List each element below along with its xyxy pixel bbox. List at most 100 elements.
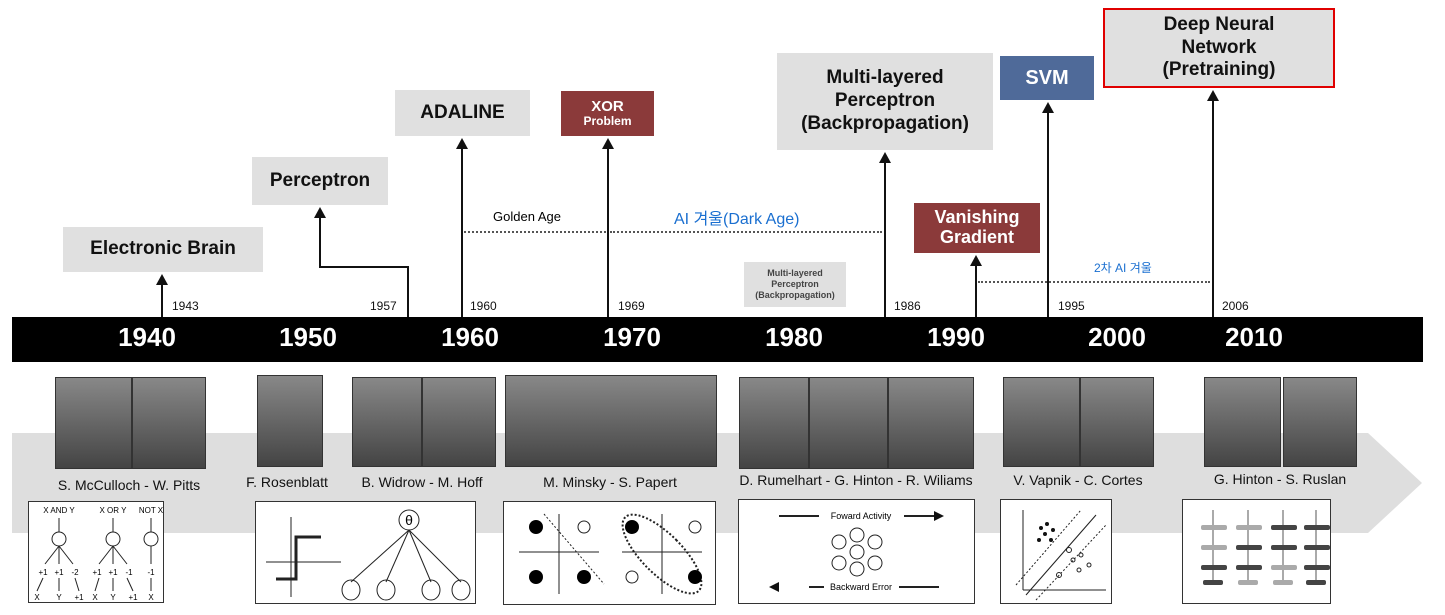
- arrow-1957-up: [319, 217, 321, 268]
- arrow-1986: [884, 162, 886, 317]
- milestone-label: Perceptron: [269, 169, 371, 191]
- people-name: F. Rosenblatt: [246, 474, 328, 490]
- arrowhead-icon: [879, 152, 891, 163]
- people-name: V. Vapnik - C. Cortes: [1013, 472, 1143, 488]
- perceptron-diagram: θ: [255, 501, 476, 604]
- portrait-photo: [739, 377, 809, 469]
- arrow-2006: [1212, 100, 1214, 317]
- mlp-small-box: Multi-layered Perceptron (Backpropagatio…: [744, 262, 846, 307]
- diagram-text: Y: [56, 593, 62, 602]
- arrowhead-icon: [602, 138, 614, 149]
- arrowhead-icon: [456, 138, 468, 149]
- arrow-1957-bend: [319, 266, 409, 268]
- portrait-photo: [352, 377, 422, 467]
- diagram-text: +1: [108, 568, 118, 577]
- diagram-text: -1: [125, 568, 133, 577]
- diagram-text: +1: [38, 568, 48, 577]
- arrow-1995: [1047, 112, 1049, 317]
- year-label: 1986: [894, 299, 921, 313]
- milestone-vanishing-gradient: Vanishing Gradient: [914, 203, 1040, 253]
- decade-label: 1990: [927, 322, 985, 352]
- milestone-label: ADALINE: [420, 101, 505, 123]
- milestone-label: XOR: [591, 98, 624, 116]
- mcculloch-pitts-diagram: X AND Y X OR Y NOT X +1 +1 -2 +1 +1 -1 -…: [28, 501, 164, 603]
- year-label: 1943: [172, 299, 199, 313]
- arrowhead-icon: [970, 255, 982, 266]
- diagram-text: X: [34, 593, 40, 602]
- second-winter-span: [978, 281, 1210, 283]
- portrait-photo: [809, 377, 888, 469]
- xor-diagram: [503, 501, 716, 605]
- arrow-vanishing: [975, 265, 977, 317]
- people-name: M. Minsky - S. Papert: [543, 474, 677, 490]
- milestone-sublabel: Problem: [583, 114, 632, 129]
- arrowhead-icon: [156, 274, 168, 285]
- dbn-pretraining-diagram: [1182, 499, 1331, 604]
- diagram-text: NOT X: [139, 506, 163, 515]
- portrait-photo: [1003, 377, 1080, 467]
- portrait-photo: [1204, 377, 1281, 467]
- year-label: 1960: [470, 299, 497, 313]
- decade-band: [12, 317, 1423, 362]
- forward-activity-label: Foward Activity: [831, 511, 892, 521]
- arrow-1957: [407, 267, 409, 317]
- portrait-photo: [422, 377, 496, 467]
- theta-symbol: θ: [405, 512, 413, 528]
- diagram-text: X OR Y: [100, 506, 128, 515]
- golden-age-span: [464, 231, 606, 233]
- milestone-label: Vanishing Gradient: [934, 207, 1020, 247]
- decade-label: 1940: [118, 322, 176, 352]
- portrait-photo: [132, 377, 206, 469]
- golden-age-label: Golden Age: [493, 209, 561, 224]
- year-label: 2006: [1222, 299, 1249, 313]
- diagram-text: X: [148, 593, 154, 602]
- arrowhead-icon: [1207, 90, 1219, 101]
- diagram-text: +1: [74, 593, 84, 602]
- svm-diagram: [1000, 499, 1112, 604]
- diagram-text: X: [92, 593, 98, 602]
- backpropagation-diagram: Foward Activity Backward Error: [738, 499, 975, 604]
- diagram-text: +1: [92, 568, 102, 577]
- portrait-photo: [55, 377, 132, 469]
- milestone-perceptron: Perceptron: [252, 157, 388, 205]
- dark-age-span: [610, 231, 882, 233]
- decade-label: 1950: [279, 322, 337, 352]
- portrait-photo: [1080, 377, 1154, 467]
- diagram-text: -2: [71, 568, 79, 577]
- arrow-1943: [161, 284, 163, 317]
- milestone-svm: SVM: [1000, 56, 1094, 100]
- people-name: D. Rumelhart - G. Hinton - R. Wiliams: [739, 472, 973, 488]
- decade-label: 1980: [765, 322, 823, 352]
- dark-age-label: AI 겨울(Dark Age): [674, 211, 800, 228]
- portrait-photo: [1283, 377, 1357, 467]
- decade-label: 2000: [1088, 322, 1146, 352]
- arrow-1969: [607, 148, 609, 317]
- people-name: G. Hinton - S. Ruslan: [1213, 471, 1347, 487]
- decade-label: 1970: [603, 322, 661, 352]
- year-label: 1995: [1058, 299, 1085, 313]
- diagram-text: +1: [128, 593, 138, 602]
- second-winter-label: 2차 AI 겨울: [1094, 261, 1152, 275]
- backward-error-label: Backward Error: [830, 582, 892, 592]
- arrowhead-icon: [314, 207, 326, 218]
- year-label: 1969: [618, 299, 645, 313]
- small-box-label: Multi-layered Perceptron (Backpropagatio…: [755, 268, 835, 300]
- arrow-1960: [461, 148, 463, 317]
- milestone-adaline: ADALINE: [395, 90, 530, 136]
- year-label: 1957: [370, 299, 397, 313]
- diagram-text: -1: [147, 568, 155, 577]
- milestone-label: Deep Neural Network (Pretraining): [1162, 13, 1276, 81]
- diagram-text: X AND Y: [43, 506, 75, 515]
- diagram-text: +1: [54, 568, 64, 577]
- milestone-deep-neural-network: Deep Neural Network (Pretraining): [1103, 8, 1335, 88]
- portrait-photo: [888, 377, 974, 469]
- milestone-label: Multi-layered Perceptron (Backpropagatio…: [801, 67, 969, 134]
- milestone-mlp: Multi-layered Perceptron (Backpropagatio…: [777, 53, 993, 150]
- decade-label: 1960: [441, 322, 499, 352]
- diagram-text: Y: [110, 593, 116, 602]
- milestone-label: Electronic Brain: [90, 238, 236, 260]
- arrowhead-icon: [1042, 102, 1054, 113]
- decade-label: 2010: [1225, 322, 1283, 352]
